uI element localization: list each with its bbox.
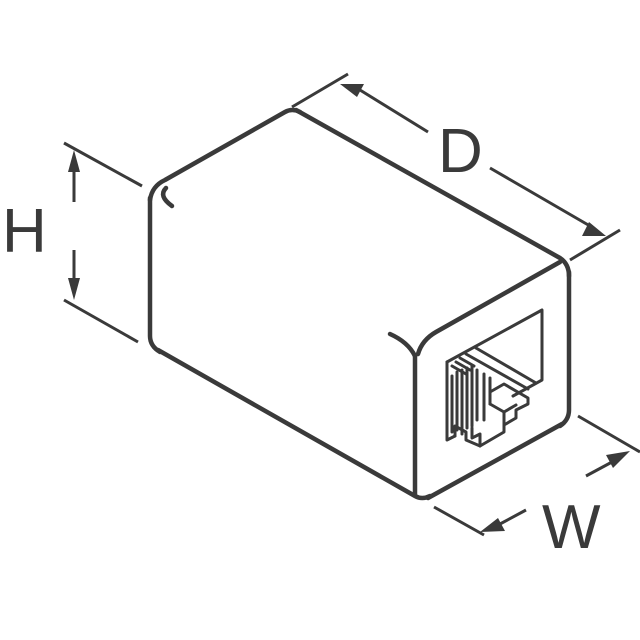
extension-line-front [569, 228, 621, 262]
connector-body [147, 107, 572, 501]
extension-line-bottom [63, 298, 139, 344]
arrow-up-icon [68, 150, 80, 172]
jack-opening [445, 308, 544, 448]
height-dimension: H [2, 141, 143, 344]
depth-label: D [438, 117, 483, 186]
arrow-down-icon [68, 278, 80, 300]
width-label: W [542, 493, 601, 562]
arrow-back-icon [340, 84, 364, 97]
arrow-right-icon [606, 451, 630, 468]
height-label: H [2, 197, 47, 266]
width-dimension: W [433, 414, 640, 562]
arrow-left-icon [480, 518, 505, 532]
arrow-forward-icon [582, 222, 606, 236]
extension-line-right [577, 414, 640, 454]
extension-line-back [291, 72, 349, 109]
depth-dimension: D [291, 72, 621, 262]
extension-line-left [433, 505, 485, 537]
extension-line-top [63, 141, 143, 188]
